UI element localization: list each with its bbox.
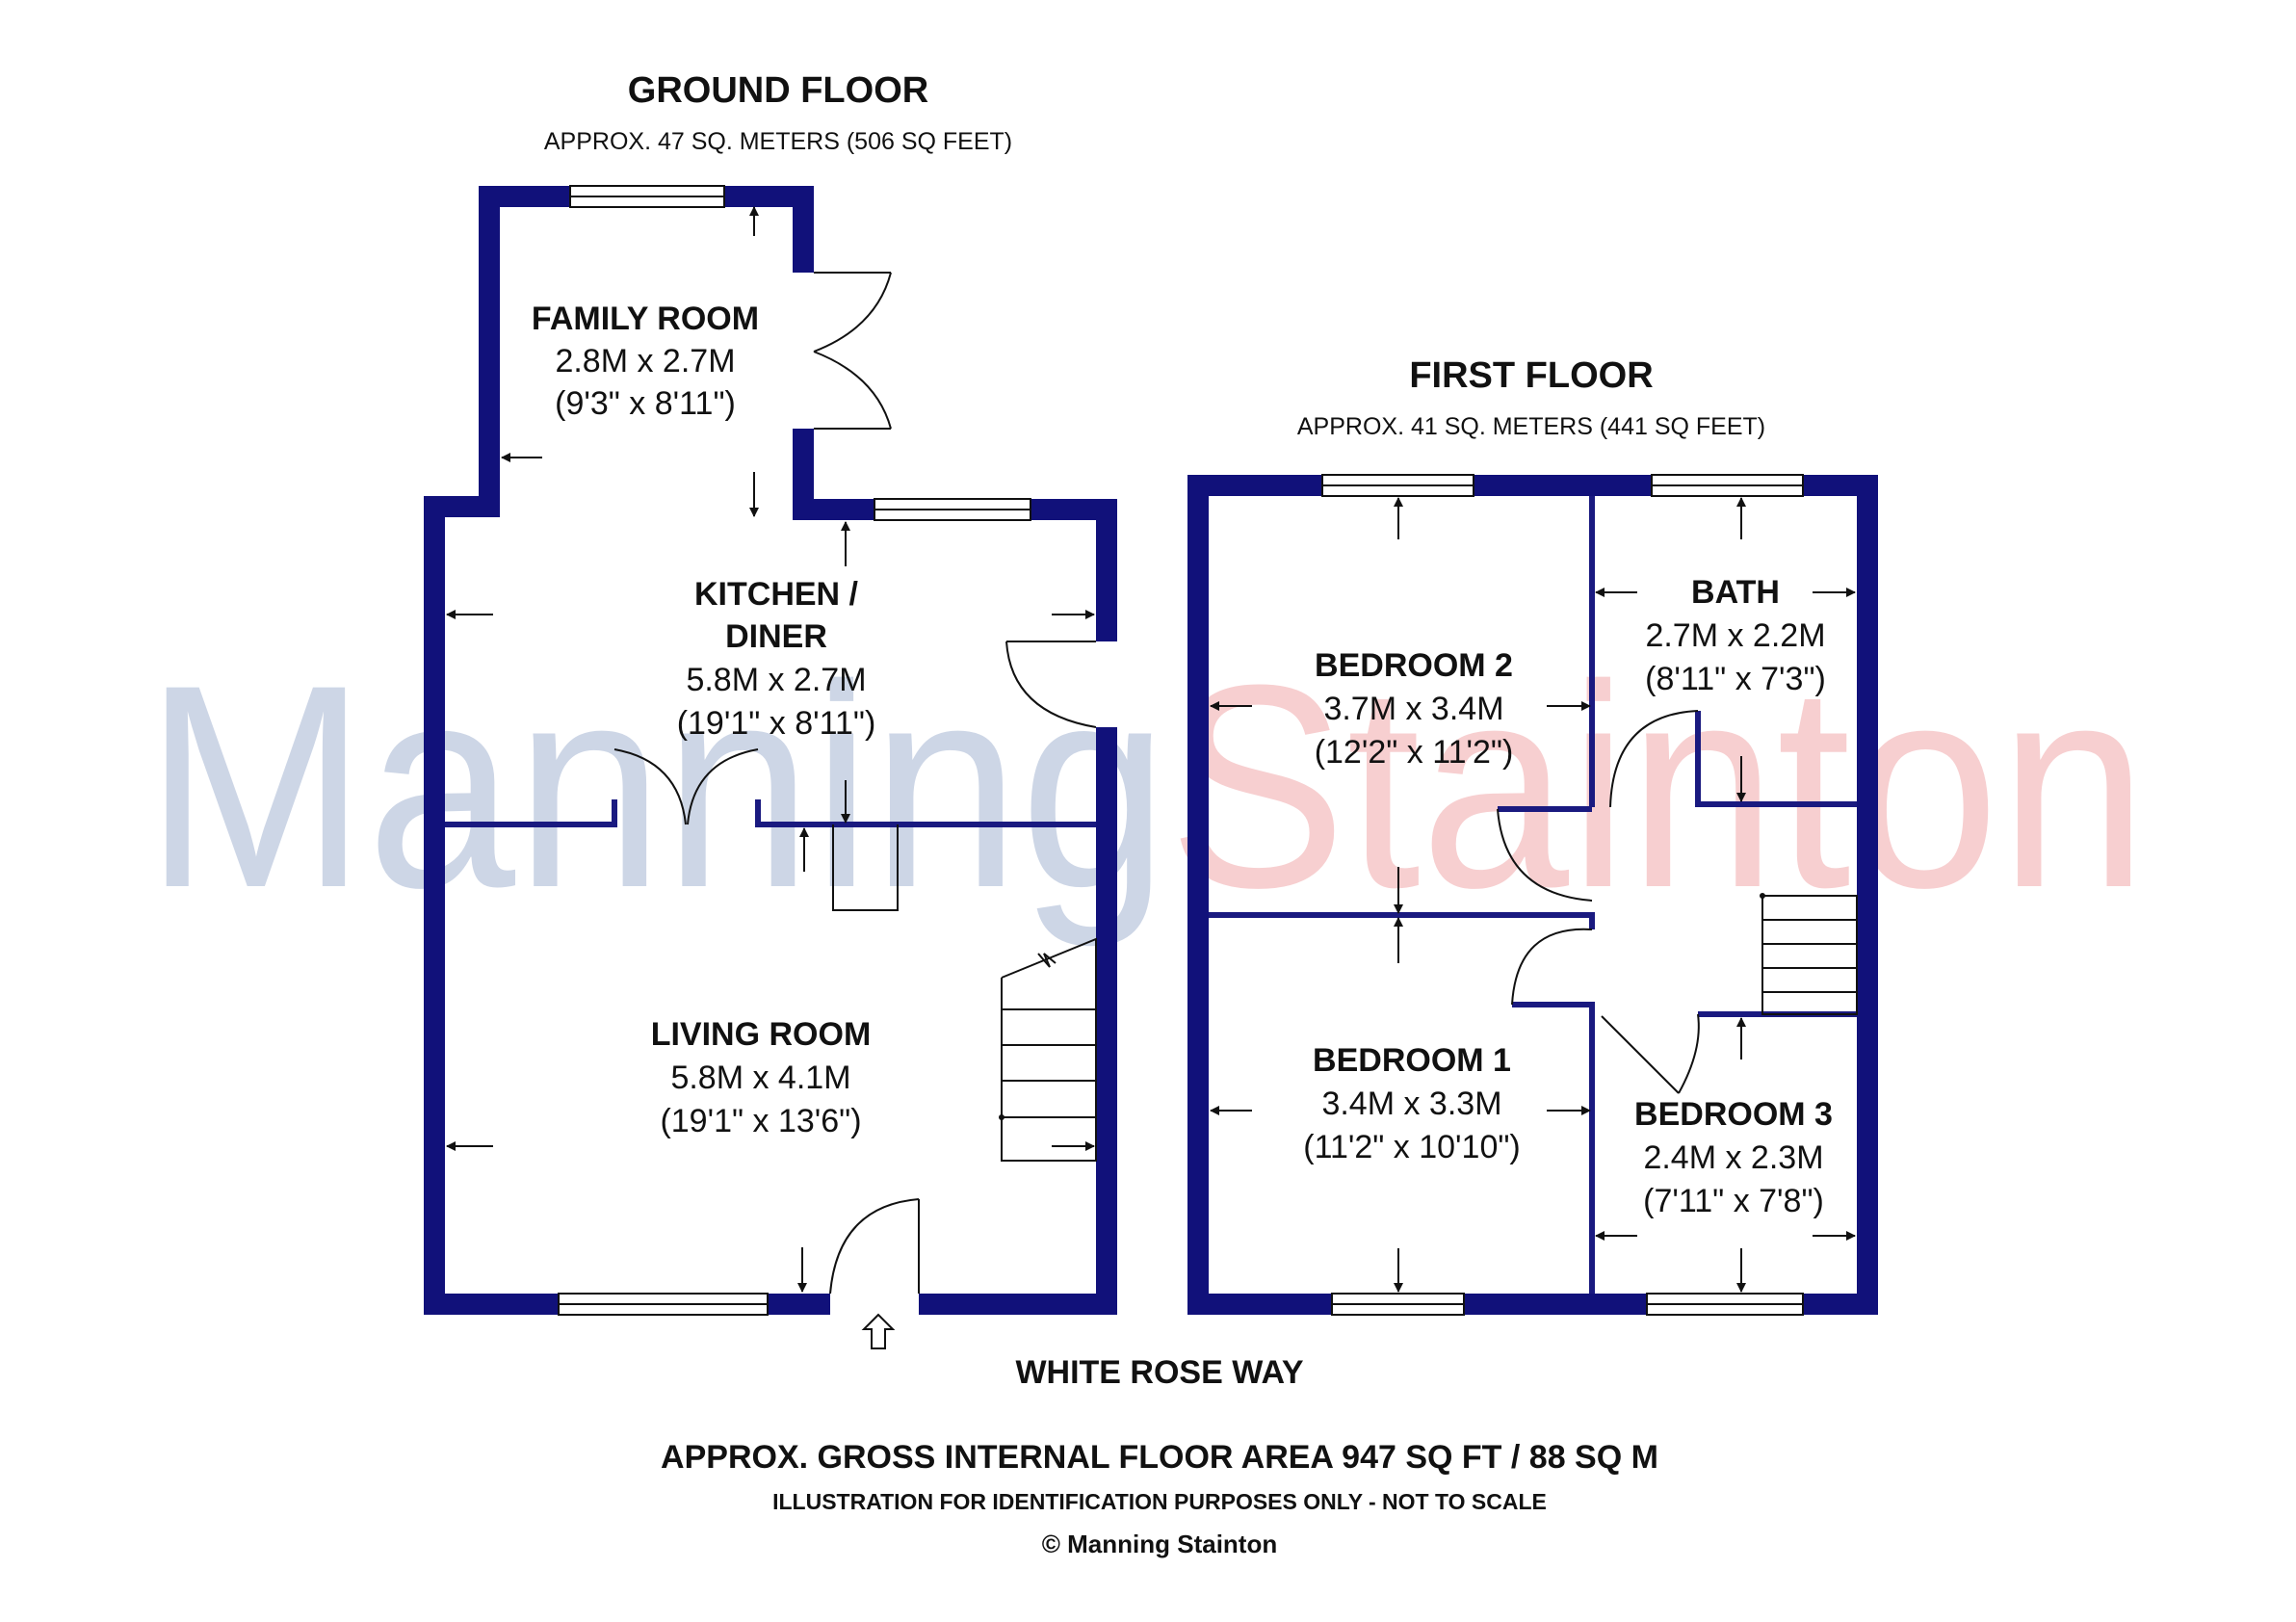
bath-metric: 2.7M x 2.2M bbox=[1645, 617, 1825, 654]
family-room-name: FAMILY ROOM bbox=[532, 301, 759, 337]
living-room-name: LIVING ROOM bbox=[651, 1016, 872, 1053]
ground-floor-title: GROUND FLOOR bbox=[628, 70, 928, 111]
disclaimer: ILLUSTRATION FOR IDENTIFICATION PURPOSES… bbox=[772, 1489, 1547, 1514]
bedroom-1-name: BEDROOM 1 bbox=[1313, 1042, 1511, 1079]
living-room-metric: 5.8M x 4.1M bbox=[670, 1060, 850, 1096]
ground-floor-area: APPROX. 47 SQ. METERS (506 SQ FEET) bbox=[544, 128, 1012, 155]
watermark-manning: Manning bbox=[144, 624, 1168, 950]
bedroom-3-name: BEDROOM 3 bbox=[1634, 1096, 1833, 1133]
kitchen-name-line1: KITCHEN / bbox=[694, 576, 859, 613]
ground-floor-interior bbox=[445, 185, 1097, 1349]
family-room-imperial: (9'3" x 8'11") bbox=[555, 385, 736, 422]
bedroom-1-imperial: (11'2" x 10'10") bbox=[1303, 1129, 1521, 1165]
street-name: WHITE ROSE WAY bbox=[1015, 1354, 1303, 1391]
first-floor-walls bbox=[1187, 475, 1878, 1315]
living-room-imperial: (19'1" x 13'6") bbox=[660, 1103, 861, 1139]
copyright: © Manning Stainton bbox=[1042, 1530, 1277, 1558]
bedroom-1-metric: 3.4M x 3.3M bbox=[1321, 1086, 1501, 1122]
first-floor-area: APPROX. 41 SQ. METERS (441 SQ FEET) bbox=[1297, 413, 1765, 440]
bath-name: BATH bbox=[1691, 574, 1780, 611]
ground-floor-walls bbox=[424, 186, 1117, 1315]
ground-floor-dimension-arrows bbox=[446, 206, 1095, 1293]
family-room-metric: 2.8M x 2.7M bbox=[555, 343, 735, 379]
bedroom-3-metric: 2.4M x 2.3M bbox=[1643, 1139, 1823, 1176]
first-floor-interior bbox=[1209, 474, 1858, 1316]
bedroom-2-imperial: (12'2" x 11'2") bbox=[1315, 734, 1514, 771]
watermark: ManningStainton bbox=[144, 624, 2148, 950]
watermark-stainton: Stainton bbox=[1168, 624, 2148, 948]
first-floor-title: FIRST FLOOR bbox=[1409, 355, 1653, 396]
kitchen-metric: 5.8M x 2.7M bbox=[686, 662, 866, 698]
bath-imperial: (8'11" x 7'3") bbox=[1645, 661, 1826, 697]
bedroom-3-imperial: (7'11" x 7'8") bbox=[1643, 1183, 1824, 1219]
kitchen-imperial: (19'1" x 8'11") bbox=[677, 705, 876, 742]
bedroom-2-name: BEDROOM 2 bbox=[1315, 647, 1513, 684]
kitchen-name-line2: DINER bbox=[725, 618, 827, 655]
gross-floor-area: APPROX. GROSS INTERNAL FLOOR AREA 947 SQ… bbox=[661, 1439, 1658, 1476]
first-floor-dimension-arrows bbox=[1210, 497, 1856, 1293]
bedroom-2-metric: 3.7M x 3.4M bbox=[1323, 691, 1503, 727]
